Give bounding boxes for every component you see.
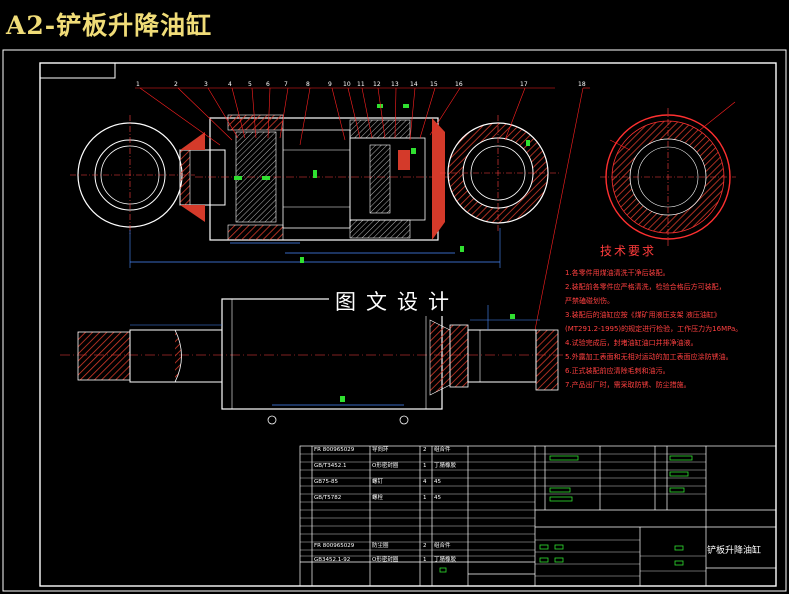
title-block-marks [439,455,693,573]
watermark-text: 图文设计 [329,286,465,316]
outer-frame [2,49,787,592]
title-block-rows [300,453,706,577]
bom-name: O形密封圈 [372,463,399,469]
svg-text:3: 3 [204,81,208,88]
requirement-item: 4.试验完成后，封堵油缸油口并排净油液。 [565,339,698,347]
requirement-item: 5.外露加工表面和无相对运动的加工表面应涂防锈油。 [565,353,733,361]
bom-code: FR 800965029 [314,543,355,549]
bom-code: FR 800965029 [314,447,355,453]
bom-qty: 4 [423,479,427,485]
bom-qty: 2 [423,447,427,453]
svg-text:18: 18 [578,81,586,88]
bom-material: 组合件 [434,447,451,453]
svg-text:12: 12 [373,81,381,88]
title-block-drawing-name: 铲板升降油缸 [707,546,762,556]
bom-qty: 1 [423,463,427,469]
requirement-item: 3.装配后的油缸应按《煤矿用液压支架 液压油缸》 [565,311,721,319]
svg-text:10: 10 [343,81,351,88]
bom-code: GB/T3452.1 [314,463,347,469]
section-view [70,104,560,268]
bom-name: 防尘圈 [372,543,389,549]
end-view [600,101,736,246]
bom-name: 导向环 [372,447,389,453]
svg-text:8: 8 [306,81,310,88]
leader-lines [135,87,590,331]
svg-text:4: 4 [228,81,232,88]
bom-material: 丁腈橡胶 [434,463,457,469]
bom-material: 组合件 [434,543,451,549]
bom-code: GB75-85 [314,479,339,485]
requirement-item: 6.正式装配前应清除毛刺和油污。 [565,367,670,375]
svg-text:9: 9 [328,81,332,88]
svg-text:16: 16 [455,81,463,88]
svg-text:1: 1 [136,81,140,88]
bom-material: 丁腈橡胶 [434,557,457,563]
requirement-item: (MT291.2-1995)的规定进行检验，工作压力为16MPa。 [565,325,743,333]
bom-qty: 1 [423,495,427,501]
svg-text:14: 14 [410,81,418,88]
bom-code: GB3452.1-92 [314,557,351,563]
tech-requirements-list: 1.各零件用煤油清洗干净后装配。 2.装配前各零件应严格清洗，检验合格后方可装配… [565,266,785,392]
svg-text:6: 6 [266,81,270,88]
elevation-view [60,298,570,425]
requirement-item: 严禁磕碰划伤。 [565,297,614,305]
bom-name: O形密封圈 [372,557,399,563]
svg-text:13: 13 [391,81,399,88]
tech-requirements-heading: 技术要求 [600,244,657,258]
bom-material: 45 [434,479,441,485]
bom-code: GB/T5782 [314,495,342,501]
requirement-item: 2.装配前各零件应严格清洗，检验合格后方可装配， [565,283,726,291]
svg-text:11: 11 [357,81,365,88]
svg-text:5: 5 [248,81,252,88]
bom-name: 螺栓 [372,495,384,501]
bom-qty: 1 [423,557,427,563]
drawing-title: A2-铲板升降油缸 [6,11,213,40]
requirement-item: 1.各零件用煤油清洗干净后装配。 [565,269,670,277]
requirement-item: 7.产品出厂时，需采取防锈、防尘措施。 [565,381,691,389]
bom-qty: 2 [423,543,427,549]
svg-text:17: 17 [520,81,528,88]
svg-text:15: 15 [430,81,438,88]
bom-material: 45 [434,495,441,501]
bom-name: 螺钉 [372,479,384,485]
corner-box [39,62,116,79]
svg-text:2: 2 [174,81,178,88]
svg-text:7: 7 [284,81,288,88]
